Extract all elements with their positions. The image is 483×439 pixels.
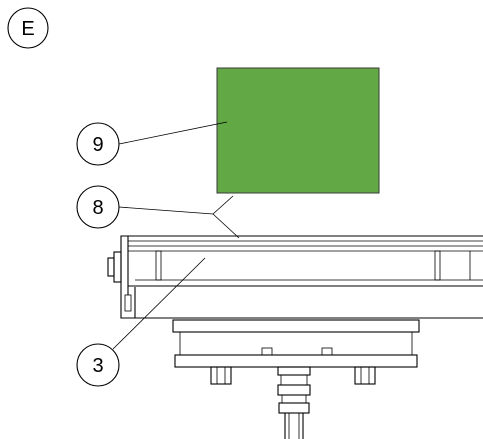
callout-3-text: 3 xyxy=(92,355,103,377)
callout-8: 8 xyxy=(76,185,240,239)
view-label: E xyxy=(7,7,49,49)
center-fitting xyxy=(277,366,311,439)
callout-9: 9 xyxy=(76,121,228,166)
callout-8-text: 8 xyxy=(92,197,103,219)
callout-3: 3 xyxy=(76,257,206,387)
rail-beam xyxy=(107,235,483,319)
nut-right xyxy=(354,366,376,385)
nut-left xyxy=(210,366,232,385)
base-plate xyxy=(172,319,420,368)
view-label-text: E xyxy=(21,18,34,40)
green-block xyxy=(216,67,380,194)
callout-9-text: 9 xyxy=(92,134,103,156)
